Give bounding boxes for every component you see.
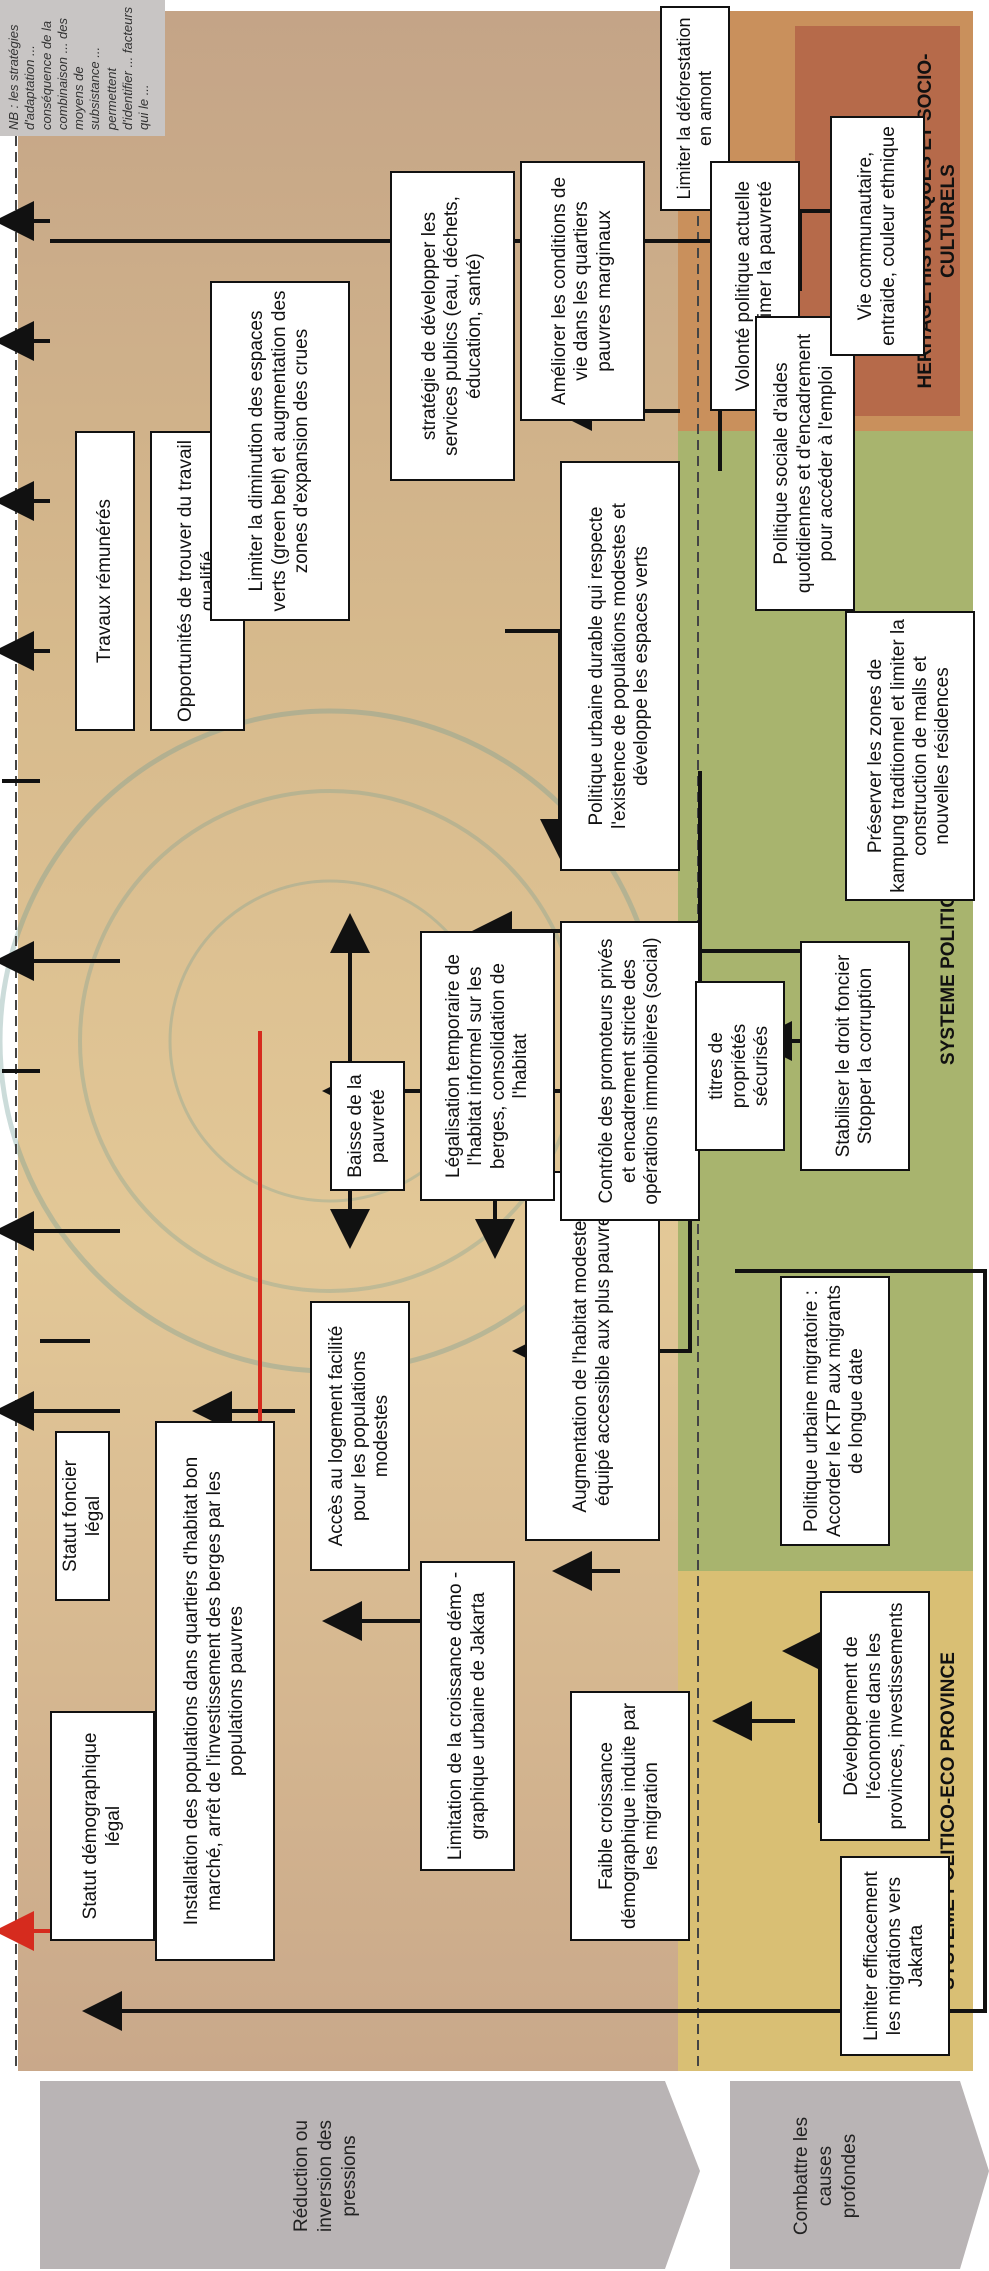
box-politique-sociale: Politique sociale d'aides quotidiennes e…: [755, 316, 855, 611]
box-statut-foncier: Statut foncier légal: [55, 1431, 110, 1601]
box-installation: Installation des populations dans quarti…: [155, 1421, 275, 1961]
box-stabiliser: Stabiliser le droit foncier Stopper la c…: [800, 941, 910, 1171]
box-legalisation: Légalisation temporaire de l'habitat inf…: [420, 931, 555, 1201]
box-limiter-migrations: Limiter efficacement les migrations vers…: [840, 1856, 950, 2056]
box-titres: titres de propriétés sécurisés: [695, 981, 785, 1151]
box-strategie: stratégie de développer les services pub…: [390, 171, 515, 481]
box-baisse-pauvrete: Baisse de la pauvreté: [330, 1061, 405, 1191]
box-travaux: Travaux rémunérés: [75, 431, 135, 731]
box-acces-logement: Accès au logement facilité pour les popu…: [310, 1301, 410, 1571]
box-limitation: Limitation de la croissance démo -graphi…: [420, 1561, 515, 1871]
box-developpement: Développement de l'économie dans les pro…: [820, 1591, 930, 1841]
nb-note: NB : les stratégies d'adaptation ... con…: [0, 0, 165, 136]
box-augmentation: Augmentation de l'habitat modeste et équ…: [525, 1171, 660, 1541]
box-vie-communautaire: Vie communautaire, entraide, couleur eth…: [830, 116, 925, 356]
box-preserver: Préserver les zones de kampung tradition…: [845, 611, 975, 901]
box-politique-migratoire: Politique urbaine migratoire : Accorder …: [780, 1276, 890, 1546]
box-politique-durable: Politique urbaine durable qui respecte l…: [560, 461, 680, 871]
box-faible-croissance: Faible croissance démographique induite …: [570, 1691, 690, 1941]
box-controle: Contrôle des promoteurs privés et encadr…: [560, 921, 700, 1221]
box-statut-demographique: Statut démographique légal: [50, 1711, 155, 1941]
box-limiter-diminution: Limiter la diminution des espaces verts …: [210, 281, 350, 621]
box-ameliorer: Améliorer les conditions de vie dans les…: [520, 161, 645, 421]
